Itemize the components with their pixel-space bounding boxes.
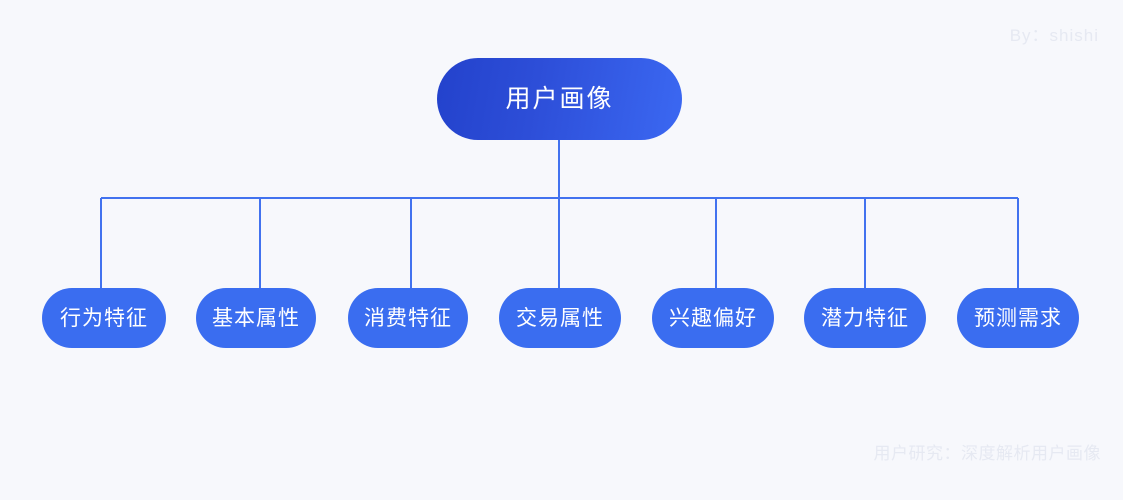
child-node-4[interactable]: 交易属性: [499, 288, 621, 348]
child-node-label: 交易属性: [516, 306, 604, 330]
child-node-2[interactable]: 基本属性: [196, 288, 316, 348]
child-node-label: 行为特征: [60, 306, 148, 330]
child-node-label: 消费特征: [364, 306, 452, 330]
child-node-6[interactable]: 潜力特征: [804, 288, 926, 348]
child-node-label: 预测需求: [974, 306, 1062, 330]
child-node-1[interactable]: 行为特征: [42, 288, 166, 348]
child-node-label: 基本属性: [212, 306, 300, 330]
child-node-label: 兴趣偏好: [669, 306, 757, 330]
child-node-label: 潜力特征: [821, 306, 909, 330]
child-node-3[interactable]: 消费特征: [348, 288, 468, 348]
root-node-label: 用户画像: [505, 84, 614, 113]
root-node[interactable]: 用户画像: [437, 58, 682, 140]
caption-watermark: 用户研究：深度解析用户画像: [873, 444, 1101, 463]
child-node-7[interactable]: 预测需求: [957, 288, 1079, 348]
author-watermark: By：shishi: [1009, 26, 1099, 45]
child-node-5[interactable]: 兴趣偏好: [652, 288, 774, 348]
